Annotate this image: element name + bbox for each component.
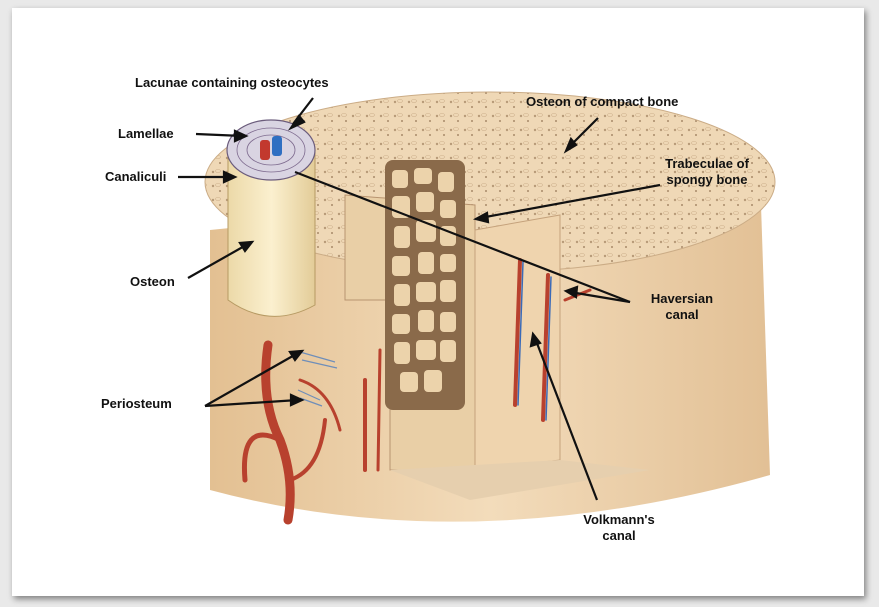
label-lacunae: Lacunae containing osteocytes xyxy=(135,75,329,91)
label-trabeculae-line2: spongy bone xyxy=(652,172,762,188)
haversian-canal-blue xyxy=(272,136,282,156)
label-haversian-canal: Haversian canal xyxy=(642,291,722,323)
label-periosteum: Periosteum xyxy=(101,396,172,412)
label-haversian-line1: Haversian xyxy=(642,291,722,307)
label-trabeculae: Trabeculae of spongy bone xyxy=(652,156,762,188)
label-lamellae: Lamellae xyxy=(118,126,174,142)
label-canaliculi: Canaliculi xyxy=(105,169,166,185)
label-volkmann-canal: Volkmann's canal xyxy=(574,512,664,544)
label-osteon-compact-bone: Osteon of compact bone xyxy=(526,94,678,110)
label-osteon: Osteon xyxy=(130,274,175,290)
haversian-canal-red xyxy=(260,140,270,160)
label-volkmann-line1: Volkmann's xyxy=(574,512,664,528)
figure-frame: Lacunae containing osteocytes Lamellae C… xyxy=(12,8,864,596)
label-haversian-line2: canal xyxy=(642,307,722,323)
osteon-top xyxy=(227,120,315,180)
label-trabeculae-line1: Trabeculae of xyxy=(652,156,762,172)
label-volkmann-line2: canal xyxy=(574,528,664,544)
